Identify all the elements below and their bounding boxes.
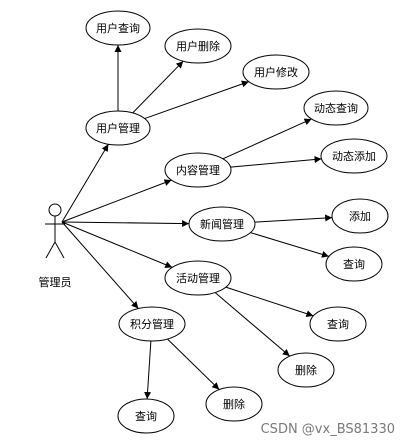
use-case-label: 动态添加 <box>332 149 376 163</box>
use-case-activity-mgmt: 活动管理 <box>164 260 232 296</box>
edge-activity-mgmt-to-activity-query <box>225 286 314 318</box>
use-case-ellipse <box>320 138 388 174</box>
edge-actor-to-user-mgmt <box>61 143 109 223</box>
use-case-user-edit: 用户修改 <box>242 54 310 90</box>
use-case-label: 新闻管理 <box>200 217 244 231</box>
nodes-layer: 用户查询用户删除用户修改用户管理动态查询内容管理动态添加新闻管理添加查询活动管理… <box>85 10 389 434</box>
use-case-label: 动态查询 <box>314 101 358 115</box>
use-case-ellipse <box>331 198 389 234</box>
actor-label: 管理员 <box>39 275 72 289</box>
edge-user-mgmt-to-user-edit <box>144 80 249 120</box>
actor-head <box>48 203 62 217</box>
edge-points-mgmt-to-points-query <box>144 340 152 400</box>
use-case-ellipse <box>205 386 263 422</box>
use-case-label: 积分管理 <box>130 317 174 331</box>
actor-right-leg <box>54 241 65 259</box>
edge-content-mgmt-to-dyn-query <box>222 118 312 160</box>
use-case-user-query: 用户查询 <box>85 10 151 46</box>
use-case-activity-delete: 删除 <box>277 352 335 388</box>
use-case-content-mgmt: 内容管理 <box>164 152 232 188</box>
use-case-news-add: 添加 <box>331 198 389 234</box>
use-case-ellipse <box>164 28 232 64</box>
use-case-ellipse <box>118 306 186 342</box>
use-case-points-mgmt: 积分管理 <box>118 306 186 342</box>
use-case-label: 删除 <box>223 397 245 411</box>
edge-actor-to-activity-mgmt <box>61 221 173 268</box>
use-case-label: 删除 <box>295 363 317 377</box>
use-case-ellipse <box>188 206 256 242</box>
use-case-ellipse <box>325 246 383 282</box>
use-case-user-mgmt: 用户管理 <box>85 110 151 146</box>
use-case-label: 用户删除 <box>176 39 220 53</box>
use-case-ellipse <box>117 398 175 434</box>
use-case-news-mgmt: 新闻管理 <box>188 206 256 242</box>
use-case-label: 查询 <box>343 257 365 271</box>
edge-news-mgmt-to-news-query <box>250 232 330 258</box>
use-case-label: 活动管理 <box>176 271 220 285</box>
use-case-ellipse <box>303 90 369 126</box>
use-case-ellipse <box>85 10 151 46</box>
use-case-ellipse <box>85 110 151 146</box>
use-case-ellipse <box>309 306 367 342</box>
use-case-ellipse <box>164 152 232 188</box>
edge-news-mgmt-to-news-add <box>254 214 333 223</box>
use-case-label: 内容管理 <box>176 163 220 177</box>
use-case-label: 查询 <box>327 317 349 331</box>
edge-activity-mgmt-to-activity-delete <box>214 292 291 357</box>
use-case-news-query: 查询 <box>325 246 383 282</box>
use-case-label: 用户查询 <box>96 21 140 35</box>
use-case-label: 用户修改 <box>254 65 298 79</box>
edge-points-mgmt-to-points-delete <box>167 338 220 390</box>
actor-left-leg <box>45 241 56 259</box>
use-case-ellipse <box>164 260 232 296</box>
use-case-points-query: 查询 <box>117 398 175 434</box>
use-case-ellipse <box>277 352 335 388</box>
use-case-dyn-add: 动态添加 <box>320 138 388 174</box>
edge-actor-to-news-mgmt <box>61 220 190 227</box>
use-case-dyn-query: 动态查询 <box>303 90 369 126</box>
watermark: CSDN @vx_BS81330 <box>261 422 395 437</box>
edge-content-mgmt-to-dyn-add <box>230 156 322 168</box>
use-case-activity-query: 查询 <box>309 306 367 342</box>
use-case-label: 查询 <box>135 409 157 423</box>
use-case-points-delete: 删除 <box>205 386 263 422</box>
edge-actor-to-content-mgmt <box>61 179 172 223</box>
use-case-label: 添加 <box>349 209 371 223</box>
edges-layer <box>61 45 333 400</box>
edge-actor-to-points-mgmt <box>61 221 139 309</box>
use-case-ellipse <box>242 54 310 90</box>
use-case-user-delete: 用户删除 <box>164 28 232 64</box>
actor-figure: 管理员 <box>39 203 72 289</box>
use-case-label: 用户管理 <box>96 121 140 135</box>
edge-user-mgmt-to-user-delete <box>132 60 184 114</box>
